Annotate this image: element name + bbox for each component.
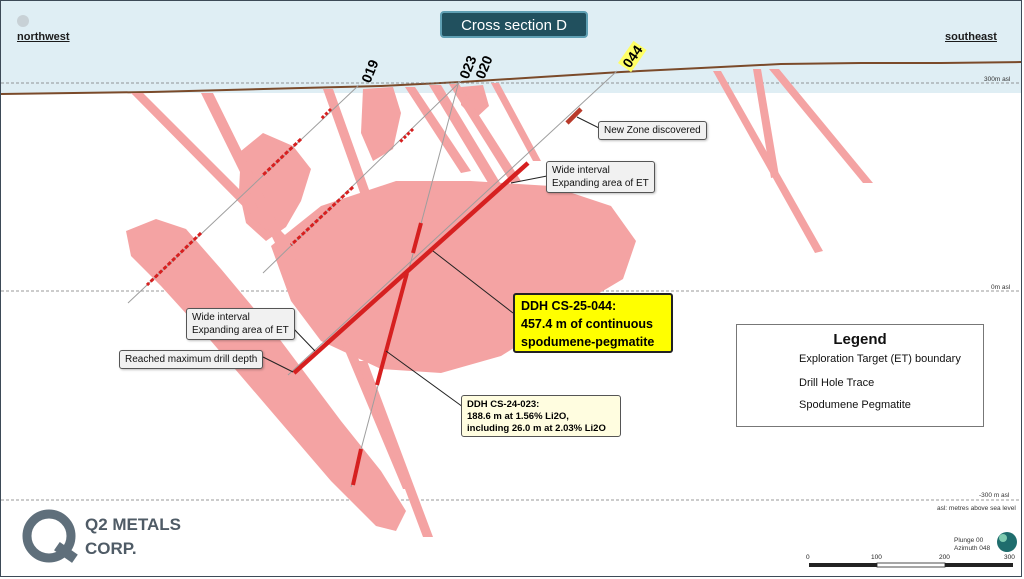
level-note: asl: metres above sea level xyxy=(937,505,1016,512)
cs044-line1: DDH CS-25-044: xyxy=(521,299,617,313)
section-title: Cross section D xyxy=(440,11,588,38)
cs044-line3: spodumene-pegmatite xyxy=(521,335,655,349)
logo-line1: Q2 METALS xyxy=(85,515,182,534)
callout-wide-upper-line2: Expanding area of ET xyxy=(552,178,649,189)
level-label-300: 300m asl xyxy=(984,76,1011,83)
callout-max-depth-text: Reached maximum drill depth xyxy=(125,354,258,365)
legend-item-trace: Drill Hole Trace xyxy=(799,377,875,389)
ground-surface xyxy=(1,61,1021,95)
cs023-line3: including 26.0 m at 2.03% Li2O xyxy=(467,423,606,434)
et-dyke-12 xyxy=(357,361,433,537)
scale-bar xyxy=(809,562,1013,568)
pegmatite-019-c xyxy=(145,231,203,287)
scale-tick-100: 100 xyxy=(871,554,882,561)
et-dyke-4 xyxy=(405,87,471,173)
exploration-target-bodies xyxy=(126,69,873,537)
et-west-lobe xyxy=(126,219,406,531)
callout-cs-25-044: DDH CS-25-044: 457.4 m of continuous spo… xyxy=(513,293,673,353)
cs023-line2: 188.6 m at 1.56% Li2O, xyxy=(467,411,569,422)
et-dyke-8 xyxy=(713,71,823,253)
legend-item-et: Exploration Target (ET) boundary xyxy=(799,353,961,365)
pegmatite-intercepts xyxy=(145,107,583,486)
pegmatite-023-main xyxy=(375,272,409,386)
leader-wide-upper xyxy=(510,175,548,184)
legend-item-pegmatite: Spodumene Pegmatite xyxy=(799,399,911,411)
direction-southeast: southeast xyxy=(945,31,997,43)
q2-logo-mark-icon xyxy=(22,509,78,563)
et-dyke-6 xyxy=(449,84,521,183)
callout-wide-lower-line2: Expanding area of ET xyxy=(192,325,289,336)
leader-wide-lower xyxy=(290,325,316,352)
et-dyke-5 xyxy=(429,85,511,201)
pegmatite-044-main xyxy=(292,161,530,375)
scale-tick-200: 200 xyxy=(939,554,950,561)
leader-cs044 xyxy=(432,250,514,314)
pegmatite-044-newzone xyxy=(565,107,583,125)
legend-box: Legend Exploration Target (ET) boundary … xyxy=(736,324,984,427)
pegmatite-019-b xyxy=(261,137,303,177)
callout-wide-upper-line1: Wide interval xyxy=(552,165,610,176)
trace-044 xyxy=(287,70,618,376)
level-label-minus300: -300 m asl xyxy=(979,492,1010,499)
cs044-line2: 457.4 m of continuous xyxy=(521,317,653,331)
callout-wide-lower-line1: Wide interval xyxy=(192,312,250,323)
compass-globe-icon xyxy=(997,532,1017,552)
pegmatite-019-a xyxy=(319,107,333,121)
plunge-label: Plunge 00 xyxy=(954,537,984,544)
pegmatite-023-deep xyxy=(351,448,363,486)
pegmatite-023-upper xyxy=(411,222,423,254)
logo-line2: CORP. xyxy=(85,539,137,558)
et-dyke-7 xyxy=(491,83,541,161)
callout-wide-upper: Wide interval Expanding area of ET xyxy=(546,161,655,193)
legend-title: Legend xyxy=(833,331,887,348)
level-label-0: 0m asl xyxy=(991,284,1011,291)
et-dyke-9 xyxy=(753,69,779,178)
pegmatite-020-a xyxy=(289,185,355,247)
compass-globe-highlight xyxy=(999,534,1007,542)
callout-leaders xyxy=(262,116,600,408)
callout-new-zone-text: New Zone discovered xyxy=(604,125,701,136)
et-dyke-2 xyxy=(201,93,291,251)
mini-logo-icon xyxy=(17,15,29,27)
callout-wide-lower: Wide interval Expanding area of ET xyxy=(186,308,295,340)
et-dyke-10 xyxy=(769,69,873,183)
azimuth-label: Azimuth 048 xyxy=(954,545,991,552)
direction-northwest: northwest xyxy=(17,31,70,43)
scale-tick-0: 0 xyxy=(806,554,810,561)
et-dyke-3 xyxy=(323,89,373,201)
cs023-line1: DDH CS-24-023: xyxy=(467,399,540,410)
scale-tick-300: 300 xyxy=(1004,554,1015,561)
callout-new-zone: New Zone discovered xyxy=(598,121,707,140)
leader-new-zone xyxy=(576,116,600,129)
et-upper-mid xyxy=(361,87,401,161)
callout-max-depth: Reached maximum drill depth xyxy=(119,350,264,369)
callout-cs-24-023: DDH CS-24-023: 188.6 m at 1.56% Li2O, in… xyxy=(461,395,621,437)
leader-max-depth xyxy=(262,356,294,373)
pegmatite-020-b xyxy=(397,127,415,145)
leader-cs023 xyxy=(385,350,464,408)
